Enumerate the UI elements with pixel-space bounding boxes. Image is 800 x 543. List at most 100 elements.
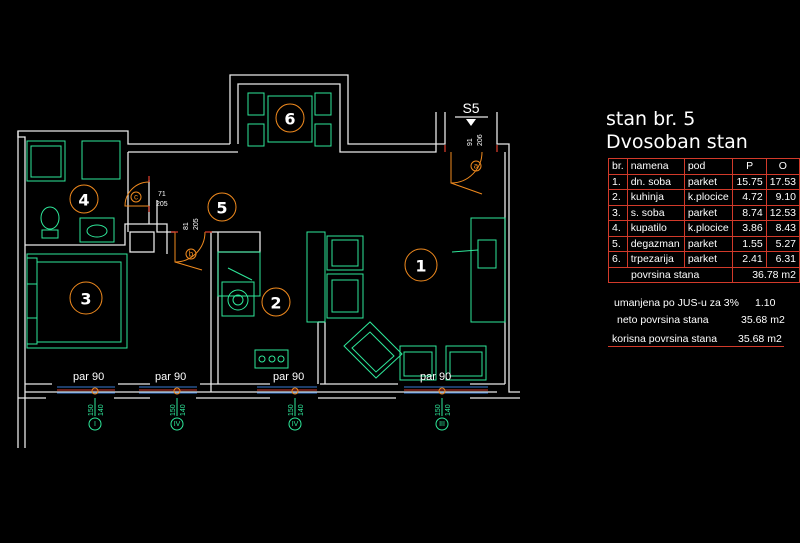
room-marker-circle (404, 248, 438, 282)
table-row: 2. kuhinja k.plocice 4.72 9.10 (608, 189, 800, 206)
reduction-value: 1.10 (755, 297, 776, 309)
cell: 5.27 (765, 235, 800, 252)
svg-text:S5: S5 (462, 100, 479, 116)
table-row: 3. s. soba parket 8.74 12.53 (608, 204, 800, 221)
svg-text:205: 205 (193, 218, 200, 230)
room-number: 5 (216, 199, 227, 218)
cell: 8.43 (765, 220, 800, 237)
room-number: 4 (78, 191, 89, 210)
window-type-marker (88, 417, 102, 431)
cell: 9.10 (765, 189, 800, 206)
usable-area-label: korisna povrsina stana (612, 333, 718, 345)
cell: 4.72 (732, 189, 767, 206)
window-mark (291, 387, 299, 395)
window-label: par 90 (73, 371, 104, 383)
cell: parket (683, 204, 734, 221)
door-jambs (148, 145, 498, 233)
svg-text:a: a (474, 162, 479, 171)
table-row: 6. trpezarija parket 2.41 6.31 (608, 251, 800, 268)
cell: parket (683, 251, 734, 268)
cell: kupatilo (626, 220, 685, 237)
svg-text:205: 205 (156, 201, 168, 208)
svg-text:71: 71 (158, 191, 166, 198)
window-dimension: 140 (98, 404, 105, 416)
cell: 12.53 (765, 204, 800, 221)
cell: 1. (608, 173, 628, 190)
cell: 3. (608, 204, 628, 221)
door-tag-c (130, 191, 142, 203)
window-type-label: I (94, 421, 96, 428)
svg-text:206: 206 (477, 134, 484, 146)
table-row: 1. dn. soba parket 15.75 17.53 (608, 173, 800, 190)
cell: 2.41 (732, 251, 767, 268)
door-dimensions: 91 206 81 205 71 205 (156, 134, 484, 230)
room-marker-circle (207, 192, 237, 222)
cell: trpezarija (626, 251, 685, 268)
net-area-value: 35.68 m2 (741, 314, 785, 326)
svg-text:c: c (134, 193, 138, 202)
table-row: 4. kupatilo k.plocice 3.86 8.43 (608, 220, 800, 237)
cell: k.plocice (683, 220, 734, 237)
unit-tag: S5 (455, 100, 488, 126)
cell: dn. soba (626, 173, 685, 190)
room-marker-circle (69, 184, 99, 214)
table-header-row: br. namena pod P O (608, 158, 800, 175)
col-header: P (732, 158, 767, 175)
cell: 4. (608, 220, 628, 237)
room-number: 2 (270, 294, 281, 313)
cell: parket (683, 235, 734, 252)
cell: 17.53 (765, 173, 800, 190)
apartment-type: Dvosoban stan (606, 131, 748, 153)
svg-text:91: 91 (467, 138, 474, 146)
cell: kuhinja (626, 189, 685, 206)
total-label: povrsina stana (607, 266, 734, 283)
window-dimension: 140 (445, 404, 452, 416)
room-area-table: br. namena pod P O 1. dn. soba parket 15… (607, 158, 800, 283)
svg-text:b: b (189, 250, 194, 259)
cell: 1.55 (732, 235, 767, 252)
col-header: O (765, 158, 800, 175)
net-area-label: neto povrsina stana (617, 314, 709, 326)
cell: 5. (608, 235, 628, 252)
door-tag-b (185, 248, 197, 260)
room-marker-circle (69, 281, 103, 315)
col-header: namena (626, 158, 685, 175)
cell: 2. (608, 189, 628, 206)
window-dimension: 140 (180, 404, 187, 416)
walls (17, 74, 520, 448)
door-tag-a (470, 160, 482, 172)
room-number: 1 (415, 257, 426, 276)
window-type-marker (170, 417, 184, 431)
window-mark (91, 387, 99, 395)
col-header: pod (683, 158, 734, 175)
table-total-row: povrsina stana 36.78 m2 (607, 266, 800, 283)
summary-underline (608, 346, 784, 347)
cell: degazman (626, 235, 685, 252)
room-number: 6 (284, 110, 295, 129)
window-type-label: IV (174, 421, 181, 428)
usable-area-value: 35.68 m2 (738, 333, 782, 345)
total-value: 36.78 m2 (732, 266, 800, 283)
window-mark (173, 387, 181, 395)
svg-text:81: 81 (183, 222, 190, 230)
doors: a b c (124, 151, 483, 271)
col-header: br. (608, 158, 628, 175)
cell: 6.31 (765, 251, 800, 268)
room-marker-circle (275, 103, 305, 133)
window-label: par 90 (155, 371, 186, 383)
window-dimension: 150 (435, 404, 442, 416)
cell: 8.74 (732, 204, 767, 221)
furniture (26, 92, 506, 381)
window-dimension: 150 (88, 404, 95, 416)
room-marker-circle (261, 287, 291, 317)
cell: 15.75 (732, 173, 767, 190)
window-dimension: 140 (298, 404, 305, 416)
window-mark (438, 387, 446, 395)
apartment-number: stan br. 5 (606, 108, 696, 130)
window-type-marker (288, 417, 302, 431)
window-type-label: III (439, 421, 445, 428)
window-type-label: IV (292, 421, 299, 428)
cell: k.plocice (683, 189, 734, 206)
